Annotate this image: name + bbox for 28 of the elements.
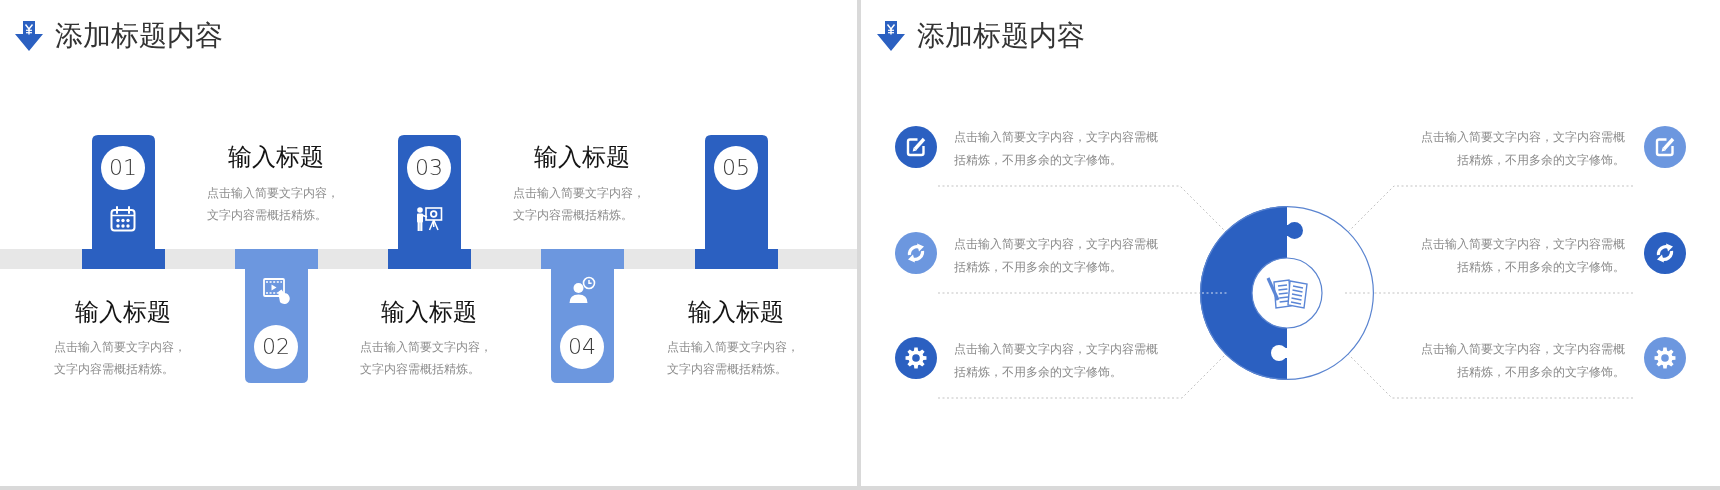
timeline-tab: [234, 249, 318, 383]
timeline-tab: [81, 135, 165, 269]
leader-line: [937, 354, 1226, 399]
heading: 输入标题: [534, 142, 630, 172]
description: 点击输入简要文字内容，文字内容需概括精炼，不用多余的文字修饰。: [1413, 232, 1633, 293]
description: 点击输入简要文字内容，文字内容需概括精炼。: [207, 185, 340, 224]
heading: 输入标题: [228, 142, 324, 172]
slide-title: 添加标题内容: [917, 18, 1085, 54]
description: 点击输入简要文字内容，文字内容需概括精炼，不用多余的文字修饰。: [1413, 337, 1633, 398]
leader-line: [1348, 185, 1634, 232]
description: 点击输入简要文字内容，文字内容需概括精炼，不用多余的文字修饰。: [1413, 125, 1633, 186]
description: 点击输入简要文字内容，文字内容需概括精炼，不用多余的文字修饰。: [938, 232, 1166, 293]
description: 点击输入简要文字内容，文字内容需概括精炼。: [360, 339, 493, 378]
slide-title: 添加标题内容: [55, 18, 223, 54]
heading: 输入标题: [381, 297, 477, 327]
leader-line: [1348, 354, 1634, 399]
description: 点击输入简要文字内容，文字内容需概括精炼，不用多余的文字修饰。: [938, 337, 1166, 398]
timeline-tab: [387, 135, 471, 269]
description: 点击输入简要文字内容，文字内容需概括精炼。: [54, 339, 187, 378]
heading: 输入标题: [688, 297, 784, 327]
description: 点击输入简要文字内容，文字内容需概括精炼。: [513, 185, 646, 224]
puzzle-circle: [1200, 206, 1374, 380]
description: 点击输入简要文字内容，文字内容需概括精炼。: [667, 339, 800, 378]
description: 点击输入简要文字内容，文字内容需概括精炼，不用多余的文字修饰。: [938, 125, 1166, 186]
timeline-tab: [540, 249, 624, 383]
leader-line: [937, 185, 1226, 232]
timeline-tab: [694, 135, 778, 269]
heading: 输入标题: [75, 297, 171, 327]
